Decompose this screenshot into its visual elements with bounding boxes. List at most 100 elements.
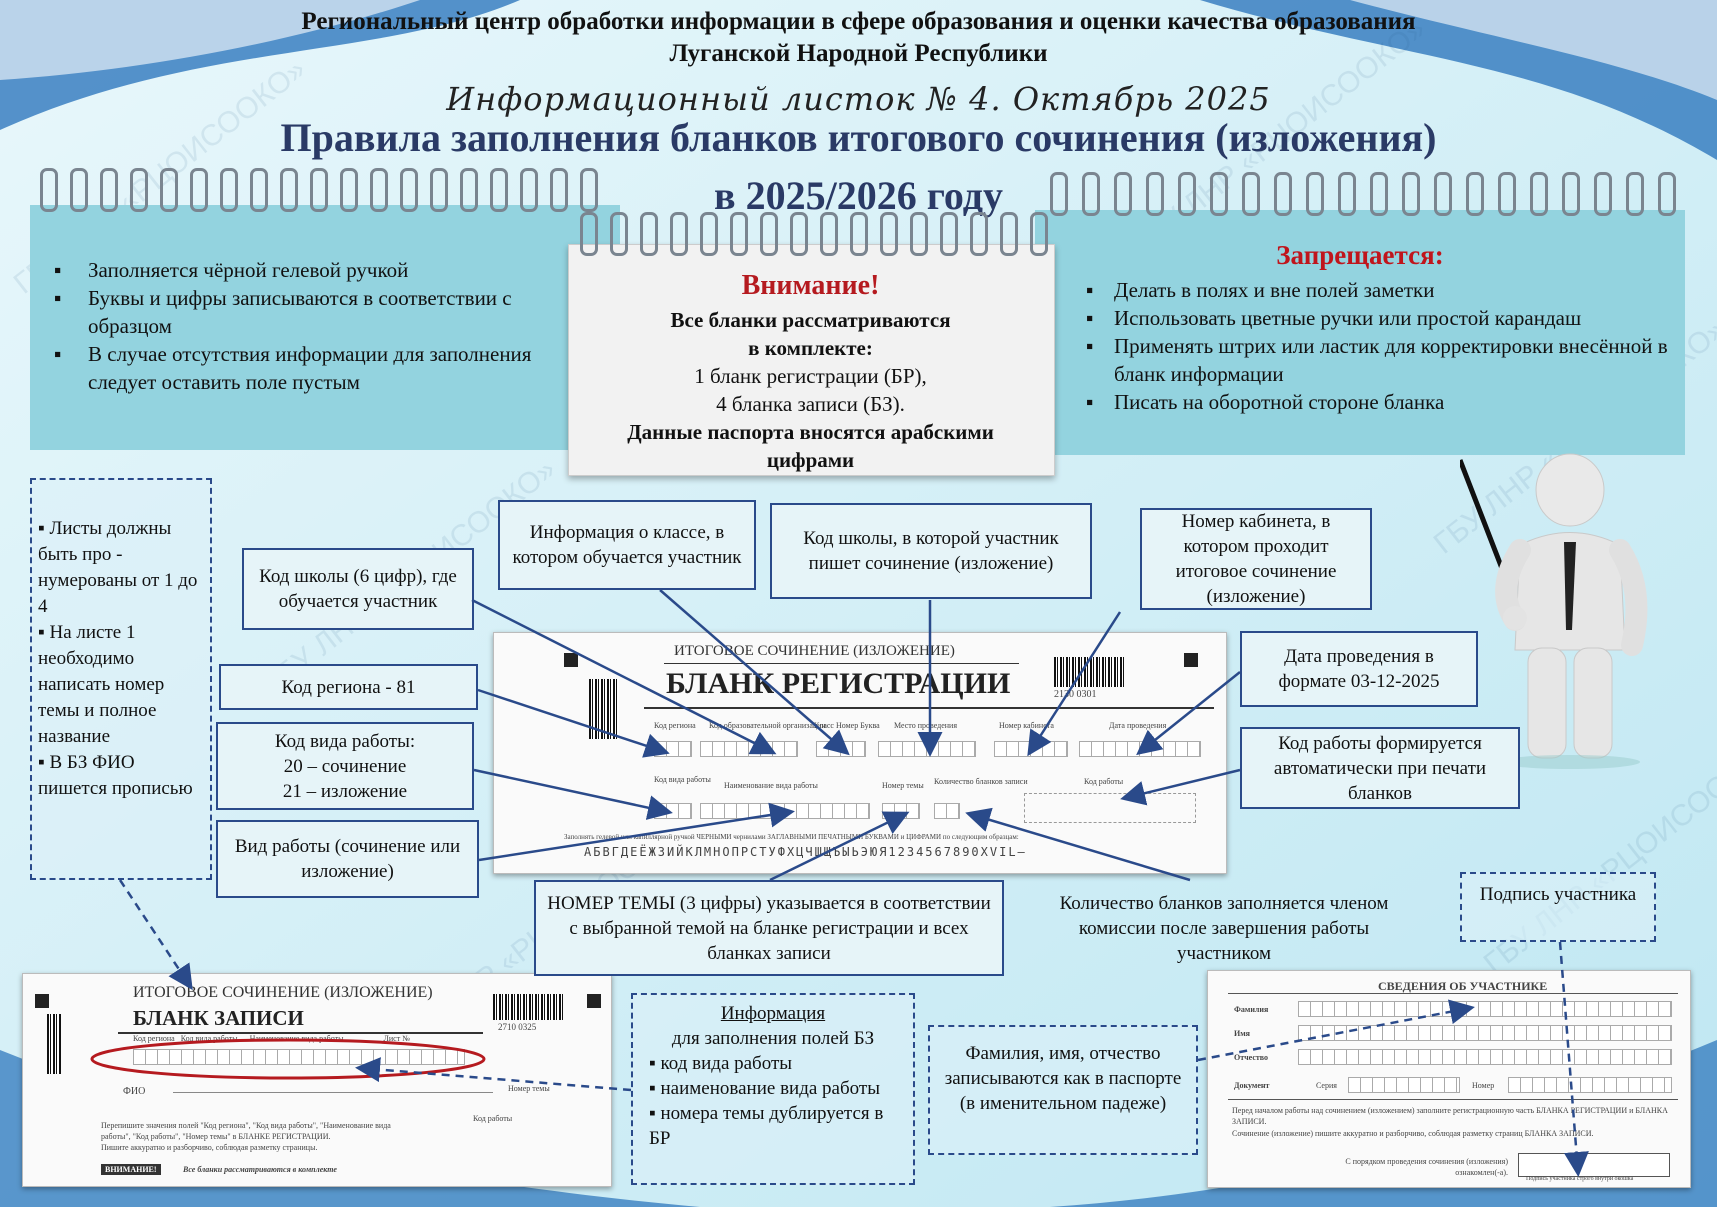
field-label: Код региона — [654, 721, 696, 730]
letter-sample: АБВГДЕЁЖЗИЙКЛМНОПРСТУФХЦЧШЩЪЫЬЭЮЯ1234567… — [584, 845, 1027, 859]
organization-region: Луганской Народной Республики — [669, 40, 1048, 67]
callout-work-type-code: Код вида работы: 20 – сочинение 21 – изл… — [216, 722, 474, 810]
page-title: Правила заполнения бланков итогового соч… — [280, 115, 1437, 160]
place-field[interactable] — [878, 741, 976, 757]
field-label: Номер кабинета — [999, 721, 1054, 730]
registration-form: 2130 0301 ИТОГОВОЕ СОЧИНЕНИЕ (ИЗЛОЖЕНИЕ)… — [493, 632, 1227, 874]
barcode — [493, 994, 563, 1020]
callout-line: 20 – сочинение — [283, 755, 407, 777]
forbidden-item: Писать на оборотной стороне бланка — [1080, 388, 1680, 416]
number-field[interactable] — [1508, 1077, 1672, 1093]
callout-sheets-count: Количество бланков заполняется членом ко… — [1059, 892, 1389, 964]
callout-line: 21 – изложение — [282, 780, 408, 802]
topic-label: Номер темы — [508, 1084, 550, 1093]
callout-work-code: Код работы формируется автоматически при… — [1240, 727, 1520, 809]
attention-line: цифрами — [766, 448, 855, 472]
field-label: Номер темы — [882, 781, 924, 790]
series-label: Серия — [1316, 1081, 1337, 1090]
number-label: Номер — [1472, 1081, 1495, 1090]
attention-heading: Внимание! — [741, 270, 880, 301]
barcode — [1054, 657, 1124, 687]
callout-exam-school: Код школы, в которой участник пишет сочи… — [770, 503, 1092, 599]
name-label: Имя — [1234, 1029, 1250, 1038]
form-caption: ИТОГОВОЕ СОЧИНЕНИЕ (ИЗЛОЖЕНИЕ) — [133, 984, 433, 1001]
forbidden-item: Делать в полях и вне полей заметки — [1080, 276, 1680, 304]
attention-body: Все бланки рассматриваются в комплекте: … — [568, 306, 1053, 474]
form-title: БЛАНК ЗАПИСИ — [133, 1006, 304, 1030]
work-name-field[interactable] — [700, 803, 870, 819]
spiral-rings-right — [1050, 172, 1690, 222]
barcode — [589, 679, 619, 739]
surname-field[interactable] — [1298, 1001, 1672, 1017]
callout-class-info: Информация о классе, в котором обучается… — [498, 500, 756, 590]
attention-line: Все бланки рассматриваются — [670, 308, 951, 332]
name-field[interactable] — [1298, 1025, 1672, 1041]
series-field[interactable] — [1348, 1077, 1460, 1093]
bz-info-item: ▪ номера темы дублируется в БР — [649, 1103, 884, 1149]
marker-square — [1184, 653, 1198, 667]
field-label: Место проведения — [894, 721, 958, 730]
bz-info-item: ▪ наименование вида работы — [649, 1078, 880, 1099]
warning-badge: ВНИМАНИЕ! — [101, 1164, 161, 1175]
attention-line: Данные паспорта вносятся арабскими — [627, 420, 994, 444]
callout-date: Дата проведения в формате 03-12-2025 — [1240, 631, 1478, 707]
record-note: Пишите аккуратно и разборчиво, соблюдая … — [101, 1143, 318, 1152]
work-type-code-field[interactable] — [654, 803, 692, 819]
date-field[interactable] — [1079, 741, 1201, 757]
forbidden-list: Делать в полях и вне полей заметки Испол… — [1080, 276, 1680, 416]
marker-square — [35, 994, 49, 1008]
filling-rules-list: Заполняется чёрной гелевой ручкой Буквы … — [48, 256, 588, 396]
callout-signature: Подпись участника — [1460, 872, 1656, 942]
attention-line: в комплекте: — [748, 336, 873, 360]
participant-note: Сочинение (изложение) пишите аккуратно и… — [1232, 1129, 1594, 1138]
signature-field[interactable] — [1518, 1153, 1670, 1177]
work-code-label: Код работы — [473, 1114, 513, 1123]
form-title: СВЕДЕНИЯ ОБ УЧАСТНИКЕ — [1378, 979, 1548, 993]
field-label: Количество бланков записи — [934, 777, 1028, 786]
bz-info-heading: Информация — [720, 1003, 826, 1024]
attention-line: 1 бланк регистрации (БР), — [694, 364, 927, 388]
organization-name: Региональный центр обработки информации … — [301, 8, 1416, 35]
callout-topic-number: НОМЕР ТЕМЫ (3 цифры) указывается в соотв… — [534, 880, 1004, 976]
issue-info: Информационный листок № 4. Октябрь 2025 — [446, 80, 1271, 118]
signature-hint: Подпись участника строго внутри окошка — [1526, 1176, 1634, 1182]
warning-text: Все бланки рассматриваются в комплекте — [183, 1165, 337, 1174]
field-label: Код работы — [1084, 777, 1124, 786]
field-label: Код вида работы — [654, 775, 711, 784]
page-title-year: в 2025/2026 году — [714, 173, 1003, 218]
field-label: Дата проведения — [1109, 721, 1167, 730]
document-label: Документ — [1234, 1081, 1270, 1090]
sheets-note-item: ▪ На листе 1 необходимо написать номер т… — [38, 622, 165, 747]
presenter-figure — [1460, 453, 1648, 769]
forbidden-item: Использовать цветные ручки или простой к… — [1080, 304, 1680, 332]
participant-form: СВЕДЕНИЯ ОБ УЧАСТНИКЕ Фамилия Имя Отчест… — [1207, 970, 1691, 1188]
spiral-rings-center — [580, 212, 1050, 262]
forbidden-item: Применять штрих или ластик для корректир… — [1080, 332, 1680, 388]
callout-region: Код региона - 81 — [219, 664, 478, 710]
record-header-fields[interactable] — [133, 1049, 465, 1065]
forbidden-heading: Запрещается: — [1276, 240, 1444, 270]
field-label: Наименование вида работы — [724, 781, 818, 790]
region-code-field[interactable] — [654, 741, 692, 757]
school-code-field[interactable] — [700, 741, 798, 757]
bz-info-item: ▪ код вида работы — [649, 1053, 793, 1074]
marker-square — [587, 994, 601, 1008]
record-form: 2710 0325 ИТОГОВОЕ СОЧИНЕНИЕ (ИЗЛОЖЕНИЕ)… — [22, 973, 612, 1187]
rule-item: Заполняется чёрной гелевой ручкой — [48, 256, 588, 284]
patronymic-field[interactable] — [1298, 1049, 1672, 1065]
form-title: БЛАНК РЕГИСТРАЦИИ — [666, 667, 1011, 700]
topic-number-field[interactable] — [882, 803, 920, 819]
bz-info-subheading: для заполнения полей БЗ — [671, 1028, 875, 1049]
form-caption: ИТОГОВОЕ СОЧИНЕНИЕ (ИЗЛОЖЕНИЕ) — [674, 643, 955, 659]
barcode-number: 2710 0325 — [498, 1022, 537, 1032]
callout-school-code: Код школы (6 цифр), где обучается участн… — [242, 548, 474, 630]
class-field[interactable] — [816, 741, 866, 757]
sheets-note-item: ▪ Листы должны быть про - нумерованы от … — [38, 518, 198, 617]
bz-info-box: Информация для заполнения полей БЗ ▪ код… — [631, 993, 915, 1185]
rule-item: В случае отсутствия информации для запол… — [48, 340, 588, 396]
spiral-rings-left — [40, 168, 620, 218]
room-field[interactable] — [994, 741, 1068, 757]
sheets-count-field[interactable] — [934, 803, 960, 819]
callout-line: Код вида работы: — [274, 730, 416, 752]
field-labels: Код региона Код вида работы Наименование… — [133, 1034, 410, 1043]
